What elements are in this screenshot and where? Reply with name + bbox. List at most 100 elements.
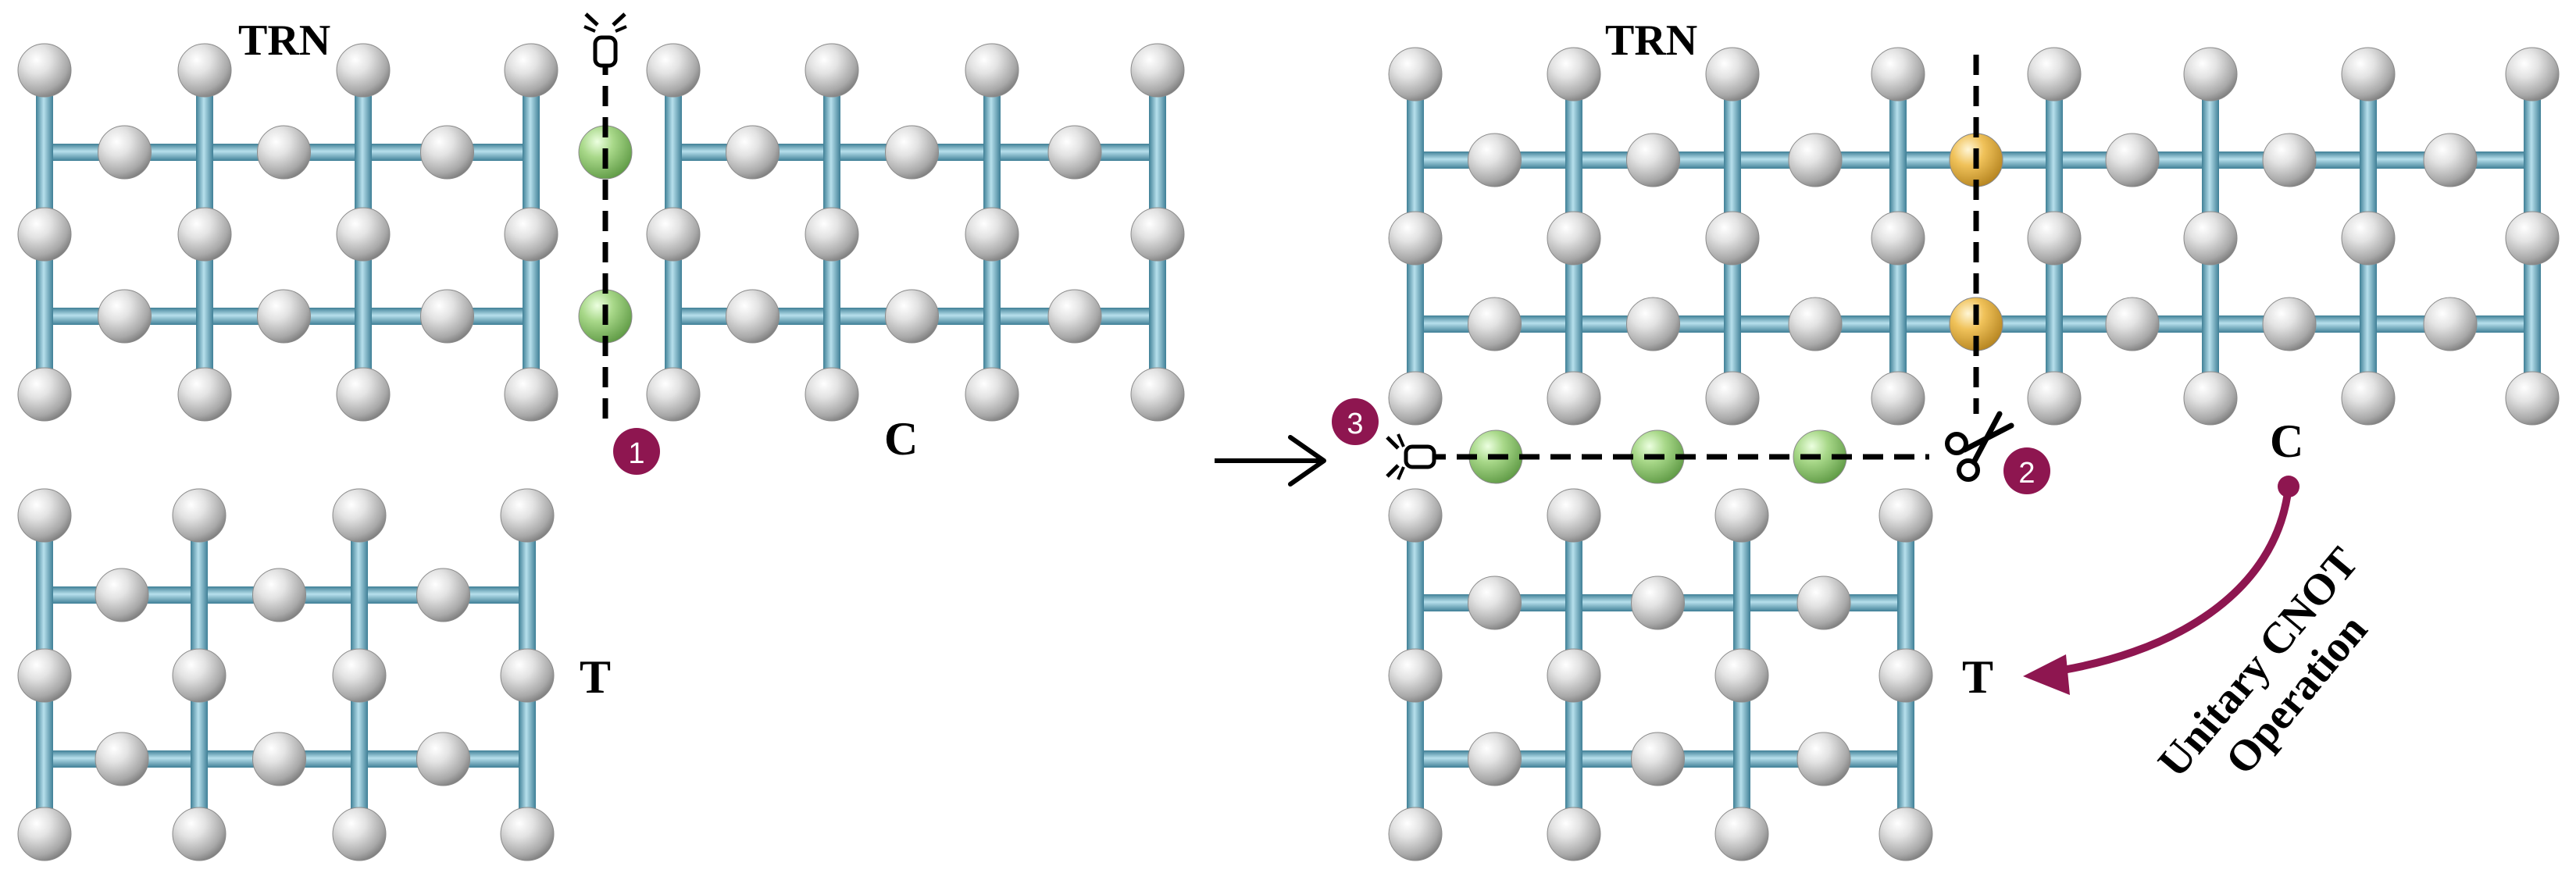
step-badge-2-number: 2 (2018, 457, 2035, 490)
qubit-sphere (1714, 488, 1769, 543)
qubit-sphere (1547, 648, 1601, 703)
qubit-sphere (1788, 297, 1843, 351)
qubit-sphere (2027, 211, 2082, 266)
qubit-sphere (500, 807, 555, 861)
step-badge-1: 1 (613, 428, 660, 475)
qubit-sphere (2027, 371, 2082, 426)
qubit-sphere (2183, 371, 2238, 426)
qubit-sphere (1468, 133, 1522, 187)
qubit-sphere (2341, 371, 2396, 426)
scissors-blade (1971, 411, 2003, 465)
qubit-sphere (726, 289, 780, 344)
cnot-caption: Unitary CNOT Operation (2149, 539, 2377, 787)
qubit-sphere (1871, 371, 1925, 426)
qubit-sphere (1705, 47, 1760, 102)
qubit-sphere (1468, 576, 1522, 630)
qubit-sphere (1547, 211, 1601, 266)
label-c-left: C (884, 413, 918, 465)
qubit-sphere (1388, 47, 1443, 102)
qubit-sphere (1871, 211, 1925, 266)
qubit-sphere (726, 125, 780, 180)
label-t-right: T (1962, 651, 1993, 703)
qubit-sphere (1796, 732, 1851, 786)
qubit-sphere (1468, 297, 1522, 351)
zipper-tooth (612, 12, 626, 27)
qubit-sphere (1547, 371, 1601, 426)
qubit-sphere (500, 488, 555, 543)
qubit-sphere (420, 125, 474, 180)
qubit-sphere (95, 732, 149, 786)
qubit-sphere (1547, 47, 1601, 102)
qubit-sphere (416, 732, 470, 786)
bonds-layer (36, 70, 2541, 834)
zipper-tooth (1386, 464, 1400, 478)
label-c-right: C (2270, 415, 2303, 467)
qubit-sphere (2027, 47, 2082, 102)
qubit-sphere (965, 207, 1019, 262)
qubit-sphere (1547, 807, 1601, 861)
qubit-sphere (252, 732, 306, 786)
qubit-sphere (1388, 211, 1443, 266)
qubit-sphere (2423, 297, 2478, 351)
qubit-sphere (172, 807, 227, 861)
qubit-sphere (172, 648, 227, 703)
zipper-tooth (583, 25, 596, 33)
qubit-sphere (1631, 732, 1685, 786)
qubit-sphere (416, 568, 470, 622)
qubit-sphere (2105, 297, 2160, 351)
qubit-sphere (95, 568, 149, 622)
qubit-sphere (2505, 371, 2560, 426)
qubit-sphere (177, 207, 232, 262)
qubit-sphere (2105, 133, 2160, 187)
cnot-arrow-head (2023, 654, 2070, 695)
zipper-tooth (584, 12, 599, 27)
qubit-sphere (504, 43, 558, 98)
qubit-sphere (17, 488, 72, 543)
qubit-sphere (17, 367, 72, 422)
zipper-icon (583, 12, 627, 68)
label-trn-left: TRN (238, 16, 330, 65)
qubit-sphere (1631, 576, 1685, 630)
qubit-sphere (965, 367, 1019, 422)
overlay-layer (583, 12, 2014, 482)
qubit-sphere (336, 43, 391, 98)
qubit-sphere (2341, 211, 2396, 266)
label-trn-right: TRN (1605, 16, 1697, 65)
qubit-sphere (504, 207, 558, 262)
scissors-handle (1945, 432, 1968, 455)
qubit-sphere (332, 807, 387, 861)
qubit-sphere (420, 289, 474, 344)
arrow-right-icon (1215, 435, 1326, 486)
qubit-sphere (2505, 211, 2560, 266)
qubit-sphere (1796, 576, 1851, 630)
step-badge-3-number: 3 (1347, 408, 1363, 440)
qubit-sphere (2183, 47, 2238, 102)
qubit-sphere (646, 367, 701, 422)
qubit-sphere (1130, 43, 1185, 98)
qubit-sphere (1705, 211, 1760, 266)
qubit-sphere (500, 648, 555, 703)
qubit-sphere (332, 488, 387, 543)
qubit-sphere (805, 43, 859, 98)
qubit-sphere (1547, 488, 1601, 543)
qubit-sphere (1626, 297, 1680, 351)
qubit-sphere (98, 125, 152, 180)
qubit-sphere (1788, 133, 1843, 187)
scissors-handle (1957, 458, 1980, 482)
qubit-sphere (1626, 133, 1680, 187)
qubit-sphere (17, 207, 72, 262)
qubit-sphere (1388, 488, 1443, 543)
cnot-arrow-curve (2039, 483, 2292, 677)
qubit-sphere (17, 43, 72, 98)
qubit-sphere (2505, 47, 2560, 102)
qubit-sphere (257, 289, 311, 344)
qubit-sphere (2423, 133, 2478, 187)
zipper-pull (593, 35, 618, 68)
qubit-sphere (885, 289, 939, 344)
qubit-sphere (177, 43, 232, 98)
qubit-sphere (1878, 648, 1933, 703)
qubit-sphere (1047, 125, 1102, 180)
qubit-sphere (504, 367, 558, 422)
qubit-sphere (885, 125, 939, 180)
qubit-sphere (1468, 732, 1522, 786)
